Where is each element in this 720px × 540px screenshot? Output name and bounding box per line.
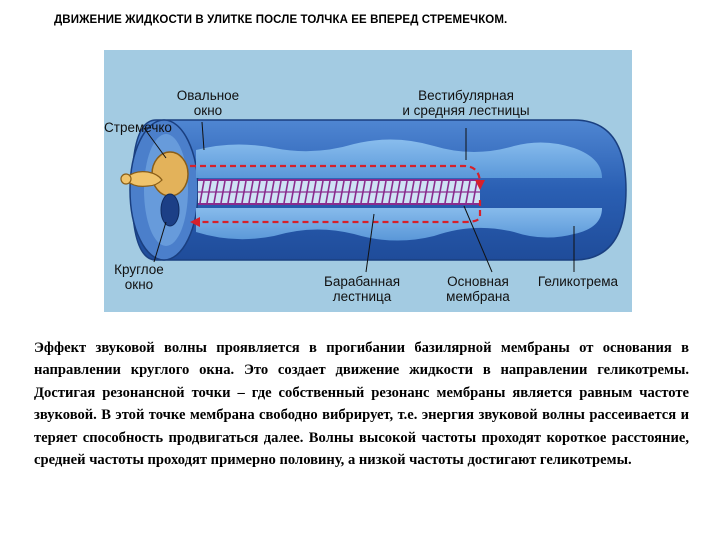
- label-oval-window: Овальное окно: [176, 88, 240, 118]
- scala-vestibuli: [196, 139, 602, 178]
- cochlea-diagram: Овальное окно Стремечко Вестибулярная и …: [104, 50, 632, 312]
- label-tympanic-scala: Барабанная лестница: [323, 274, 401, 304]
- label-stapes: Стремечко: [104, 120, 172, 135]
- cochlea-illustration: [104, 50, 632, 312]
- label-pointers: [143, 121, 575, 273]
- label-helicotrema: Геликотрема: [537, 274, 619, 289]
- basilar-membrane: [198, 179, 480, 205]
- stapes-bone: [120, 151, 189, 197]
- label-round-window: Круглое окно: [114, 262, 164, 292]
- round-window: [160, 193, 180, 227]
- label-basilar-membrane: Основная мембрана: [446, 274, 510, 304]
- explanation-paragraph: Эффект звуковой волны проявляется в прог…: [34, 340, 689, 469]
- flow-arrows: [190, 164, 485, 227]
- label-vestibular-scala: Вестибулярная и средняя лестницы: [402, 88, 530, 118]
- scala-tympani: [196, 208, 602, 241]
- slide-title: ДВИЖЕНИЕ ЖИДКОСТИ В УЛИТКЕ ПОСЛЕ ТОЛЧКА …: [54, 14, 508, 26]
